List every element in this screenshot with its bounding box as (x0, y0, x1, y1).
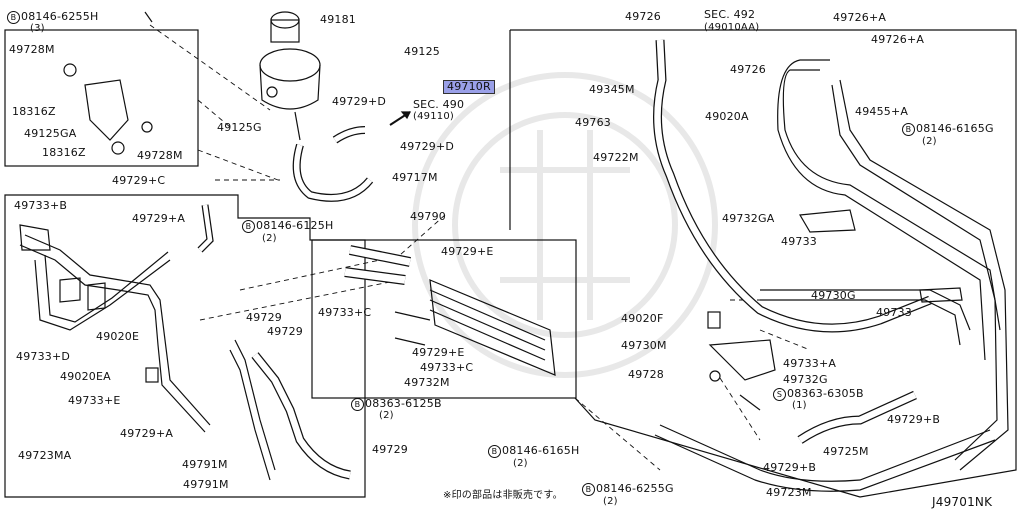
panel-reservoir-bracket (4, 29, 199, 167)
label-49125G: 49125G (217, 121, 262, 134)
label-49791M-b: 49791M (183, 478, 229, 491)
label-49729A-a: 49729+A (132, 212, 186, 225)
label-49729-c: 49729 (372, 443, 408, 456)
label-49732GA: 49732GA (722, 212, 775, 225)
watermark-seal (412, 72, 718, 378)
label-49732M: 49732M (404, 376, 450, 389)
reservoir-tank (259, 11, 321, 141)
label-49726-a: 49726 (625, 10, 661, 23)
label-49733B: 49733+B (14, 199, 68, 212)
label-49729E-b: 49729+E (412, 346, 465, 359)
label-49345M: 49345M (589, 83, 635, 96)
label-49723MA: 49723MA (18, 449, 72, 462)
label-08363-6125B-qty: 2 (379, 410, 394, 422)
label-49181: 49181 (320, 13, 356, 26)
pressure-hose (653, 39, 932, 333)
label-49725M: 49725M (823, 445, 869, 458)
label-sec-490: SEC. 490 (413, 98, 465, 111)
label-49020EA: 49020EA (60, 370, 111, 383)
label-49729-a: 49729 (246, 311, 282, 324)
label-49020E: 49020E (96, 330, 140, 343)
label-sec-492: SEC. 492 (704, 8, 756, 21)
label-49733-a: 49733 (781, 235, 817, 248)
label-18316Z-b: 18316Z (42, 146, 86, 159)
label-49729D-a: 49729+D (332, 95, 387, 108)
label-49729-b: 49729 (267, 325, 303, 338)
label-49728M-a: 49728M (9, 43, 55, 56)
label-49729B-b: 49729+B (763, 461, 817, 474)
label-08146-6255H-qty: 3 (30, 23, 45, 35)
label-08146-6255G-qty: 2 (603, 496, 618, 508)
label-49730M: 49730M (621, 339, 667, 352)
label-49729C: 49729+C (112, 174, 166, 187)
label-08363-6305B-qty: 1 (792, 400, 807, 412)
label-49728: 49728 (628, 368, 664, 381)
label-49791M-a: 49791M (182, 458, 228, 471)
label-sec-490-ref: 49110 (413, 111, 454, 123)
panel-right-frame (510, 29, 1017, 498)
oil-cooler (344, 245, 556, 376)
label-08146-6125H-qty: 2 (262, 233, 277, 245)
panel-oil-cooler (311, 239, 577, 399)
panel-cooler-pipes (4, 194, 366, 498)
label-49726-b: 49726 (730, 63, 766, 76)
label-49733C-b: 49733+C (420, 361, 474, 374)
label-49723M: 49723M (766, 486, 812, 499)
label-49455A: 49455+A (855, 105, 909, 118)
footnote: ※印の部品は非販売です。 (443, 490, 563, 501)
label-49726A-a: 49726+A (833, 11, 887, 24)
label-49722M: 49722M (593, 151, 639, 164)
label-49729E-a: 49729+E (441, 245, 494, 258)
label-08146-6165G-qty: 2 (922, 136, 937, 148)
label-49732G: 49732G (783, 373, 828, 386)
label-49729A-b: 49729+A (120, 427, 174, 440)
label-49733-b: 49733 (876, 306, 912, 319)
label-49125: 49125 (404, 45, 440, 58)
label-49790: 49790 (410, 210, 446, 223)
label-49710R[interactable]: 49710R (443, 80, 495, 94)
label-49020F: 49020F (621, 312, 664, 325)
label-49730G: 49730G (811, 289, 856, 302)
label-sec-492-ref: 49010AA (704, 22, 759, 34)
label-08146-6165H-qty: 2 (513, 458, 528, 470)
label-49726A-b: 49726+A (871, 33, 925, 46)
label-18316Z-a: 18316Z (12, 105, 56, 118)
label-49728M-b: 49728M (137, 149, 183, 162)
label-49733C-a: 49733+C (318, 306, 372, 319)
label-49733E: 49733+E (68, 394, 121, 407)
label-49020A: 49020A (705, 110, 749, 123)
label-49733D: 49733+D (16, 350, 71, 363)
label-49717M: 49717M (392, 171, 438, 184)
label-49733A: 49733+A (783, 357, 837, 370)
label-49729D-b: 49729+D (400, 140, 455, 153)
drawing-code: J49701NK (932, 495, 993, 509)
label-49125GA: 49125GA (24, 127, 77, 140)
label-49763: 49763 (575, 116, 611, 129)
label-49729B-a: 49729+B (887, 413, 941, 426)
